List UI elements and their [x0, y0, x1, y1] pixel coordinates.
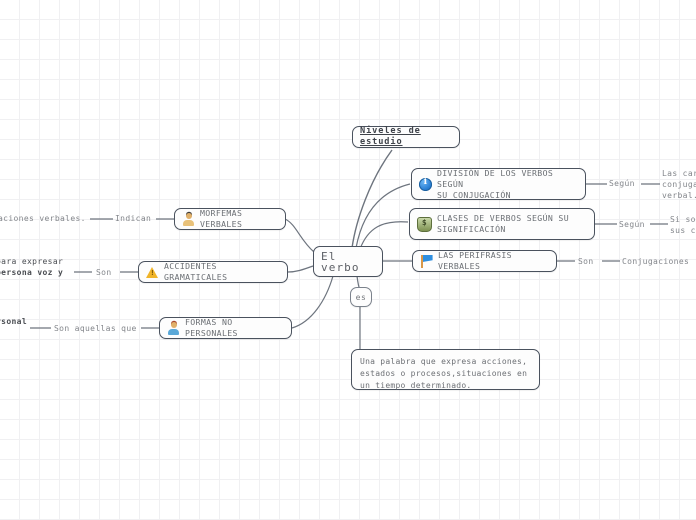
node-formas-no-personales[interactable]: FORMAS NO PERSONALES — [159, 317, 292, 339]
node-label: es — [355, 292, 367, 302]
node-label: Niveles de estudio — [360, 126, 421, 147]
node-el-verbo[interactable]: El verbo — [313, 246, 383, 277]
edge-center-to-clases — [359, 221, 409, 250]
node-clases-verbos-significacion[interactable]: CLASES DE VERBOS SEGÚN SU SIGNIFICACIÓN — [409, 208, 595, 240]
leaf-label-conjugaciones: Conjugaciones — [622, 257, 690, 266]
person-blue-icon — [167, 322, 180, 335]
leaf-label-personal: rsonal — [0, 317, 27, 326]
person-icon — [182, 213, 195, 226]
node-division-verbos-conjugacion[interactable]: DIVISIÓN DE LOS VERBOS SEGÚN SU CONJUGAC… — [411, 168, 586, 200]
warning-icon — [146, 266, 159, 279]
node-definicion[interactable]: Una palabra que expresa acciones, estado… — [351, 349, 540, 390]
edge-center-to-morfemas — [284, 218, 315, 253]
node-label: DIVISIÓN DE LOS VERBOS SEGÚN SU CONJUGAC… — [437, 167, 554, 200]
edge-center-to-accidentes — [287, 265, 314, 273]
node-label: MORFEMAS VERBALES — [200, 208, 243, 229]
node-accidentes-gramaticales[interactable]: ACCIDENTES GRAMATICALES — [138, 261, 288, 283]
node-perifrasis-verbales[interactable]: LAS PERIFRASIS VERBALES — [412, 250, 557, 272]
edge-label-son-aquellas-que: Son aquellas que — [54, 324, 137, 333]
info-icon — [419, 177, 432, 191]
node-es[interactable]: es — [350, 287, 372, 307]
leaf-label-si-son: Si so sus c — [670, 215, 696, 235]
edge-label-son-perifrasis: Son — [578, 257, 594, 266]
edge-label-segun-division: Según — [609, 179, 635, 188]
leaf-label-conjugaciones-verbales: aciones verbales. — [0, 214, 86, 223]
edge-center-to-division — [355, 183, 411, 249]
node-label: El verbo — [321, 249, 360, 274]
edge-label-indican: Indican — [115, 214, 152, 223]
node-label: Una palabra que expresa acciones, estado… — [360, 357, 528, 390]
money-bag-icon — [417, 216, 432, 232]
leaf-label-las-caracteristicas: Las car conjuga verbal. — [662, 169, 696, 200]
node-label: FORMAS NO PERSONALES — [185, 317, 238, 338]
edge-center-to-formas — [291, 275, 334, 329]
node-niveles-de-estudio[interactable]: Niveles de estudio — [352, 126, 460, 148]
edge-center-to-title — [351, 149, 393, 249]
edge-label-son-accidentes: Son — [96, 268, 112, 277]
flag-icon — [420, 254, 433, 268]
node-label: ACCIDENTES GRAMATICALES — [164, 261, 228, 282]
node-label: CLASES DE VERBOS SEGÚN SU SIGNIFICACIÓN — [437, 213, 569, 234]
edge-label-segun-clases: Según — [619, 220, 645, 229]
node-label: LAS PERIFRASIS VERBALES — [438, 250, 512, 271]
node-morfemas-verbales[interactable]: MORFEMAS VERBALES — [174, 208, 286, 230]
